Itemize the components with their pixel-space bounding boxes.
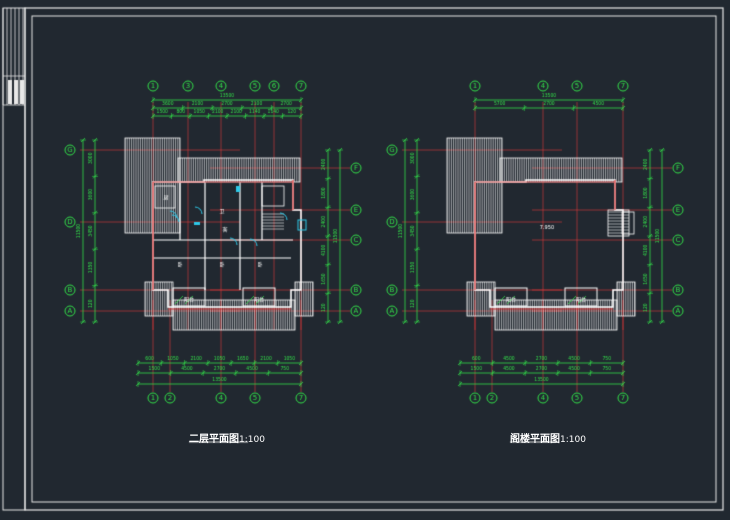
attic-floor-caption: 阁楼平面图1:100 — [510, 430, 586, 445]
second-floor-scale: 1:100 — [239, 435, 265, 445]
second-floor-caption: 二层平面图1:100 — [189, 430, 265, 445]
attic-floor-title: 阁楼平面图 — [510, 434, 560, 445]
second-floor-title: 二层平面图 — [189, 434, 239, 445]
attic-floor-scale: 1:100 — [560, 435, 586, 445]
